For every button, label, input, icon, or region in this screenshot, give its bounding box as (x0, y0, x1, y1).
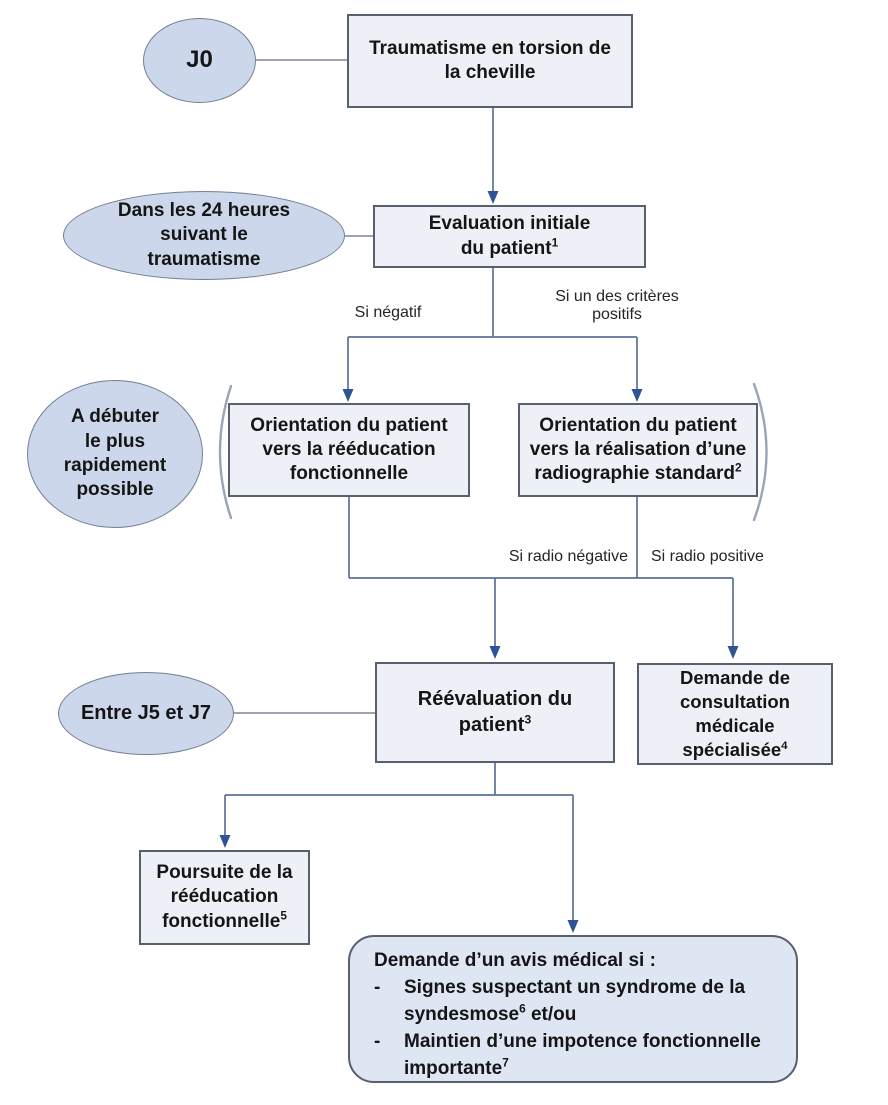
node-orientation-reeducation-label: Orientation du patient vers la rééducati… (250, 414, 448, 485)
avis-item-label: Maintien d’une impotence fonctionnelle i… (404, 1030, 761, 1079)
node-poursuite-reeducation-label: Poursuite de la rééducation fonctionnell… (156, 862, 293, 932)
edge-label-si-negatif: Si négatif (354, 304, 422, 321)
edge-label-si-radio-positive: Si radio positive (651, 548, 764, 565)
node-a-debuter-label: A débuter le plus rapidement possible (63, 406, 167, 501)
node-demande-consultation-label: Demande de consultation médicale spécial… (679, 666, 790, 761)
node-evaluation-initiale: Evaluation initiale du patient1 (373, 205, 646, 268)
node-orientation-reeducation: Orientation du patient vers la rééducati… (228, 403, 470, 497)
node-dans-les-24-heures: Dans les 24 heures suivant le traumatism… (63, 191, 345, 280)
node-evaluation-initiale-label: Evaluation initiale du patient1 (428, 213, 591, 259)
avis-item: - Maintien d’une impotence fonctionnelle… (374, 1029, 776, 1083)
avis-bullet: - (374, 976, 381, 998)
tie-lines (234, 59, 375, 714)
arrow-down-icon (219, 835, 231, 848)
avis-bullet: - (374, 1030, 381, 1052)
node-poursuite-reeducation: Poursuite de la rééducation fonctionnell… (139, 850, 310, 945)
node-traumatisme: Traumatisme en torsion de la cheville (347, 14, 633, 108)
avis-title: Demande d’un avis médical si : (374, 950, 656, 971)
arrow-down-icon (489, 646, 501, 659)
node-entre-j5-j7-label: Entre J5 et J7 (80, 701, 212, 724)
arrow-down-icon (342, 389, 354, 402)
node-traumatisme-label: Traumatisme en torsion de la cheville (369, 37, 611, 83)
node-demande-avis-medical: Demande d’un avis médical si : - Signes … (348, 935, 798, 1083)
arrow-down-icon (631, 389, 643, 402)
node-demande-consultation: Demande de consultation médicale spécial… (637, 663, 833, 765)
node-a-debuter: A débuter le plus rapidement possible (27, 380, 203, 528)
node-j0: J0 (143, 18, 256, 103)
arrow-down-icon (487, 191, 499, 204)
edge-label-si-criteres-positifs: Si un des critères positifs (555, 288, 679, 324)
avis-item: - Signes suspectant un syndrome de la sy… (374, 975, 776, 1029)
avis-item-label: Signes suspectant un syndrome de la synd… (404, 976, 746, 1025)
node-orientation-radiographie-label: Orientation du patient vers la réalisati… (529, 414, 747, 485)
node-j0-label: J0 (186, 46, 213, 74)
node-reevaluation: Réévaluation du patient3 (375, 662, 615, 763)
arrow-down-icon (567, 920, 579, 933)
node-dans-les-24-heures-label: Dans les 24 heures suivant le traumatism… (117, 200, 291, 270)
edge-label-si-radio-negative: Si radio négative (508, 548, 628, 565)
node-reevaluation-label: Réévaluation du patient3 (417, 687, 573, 736)
arrow-down-icon (727, 646, 739, 659)
node-entre-j5-j7: Entre J5 et J7 (58, 672, 234, 755)
node-orientation-radiographie: Orientation du patient vers la réalisati… (518, 403, 758, 497)
